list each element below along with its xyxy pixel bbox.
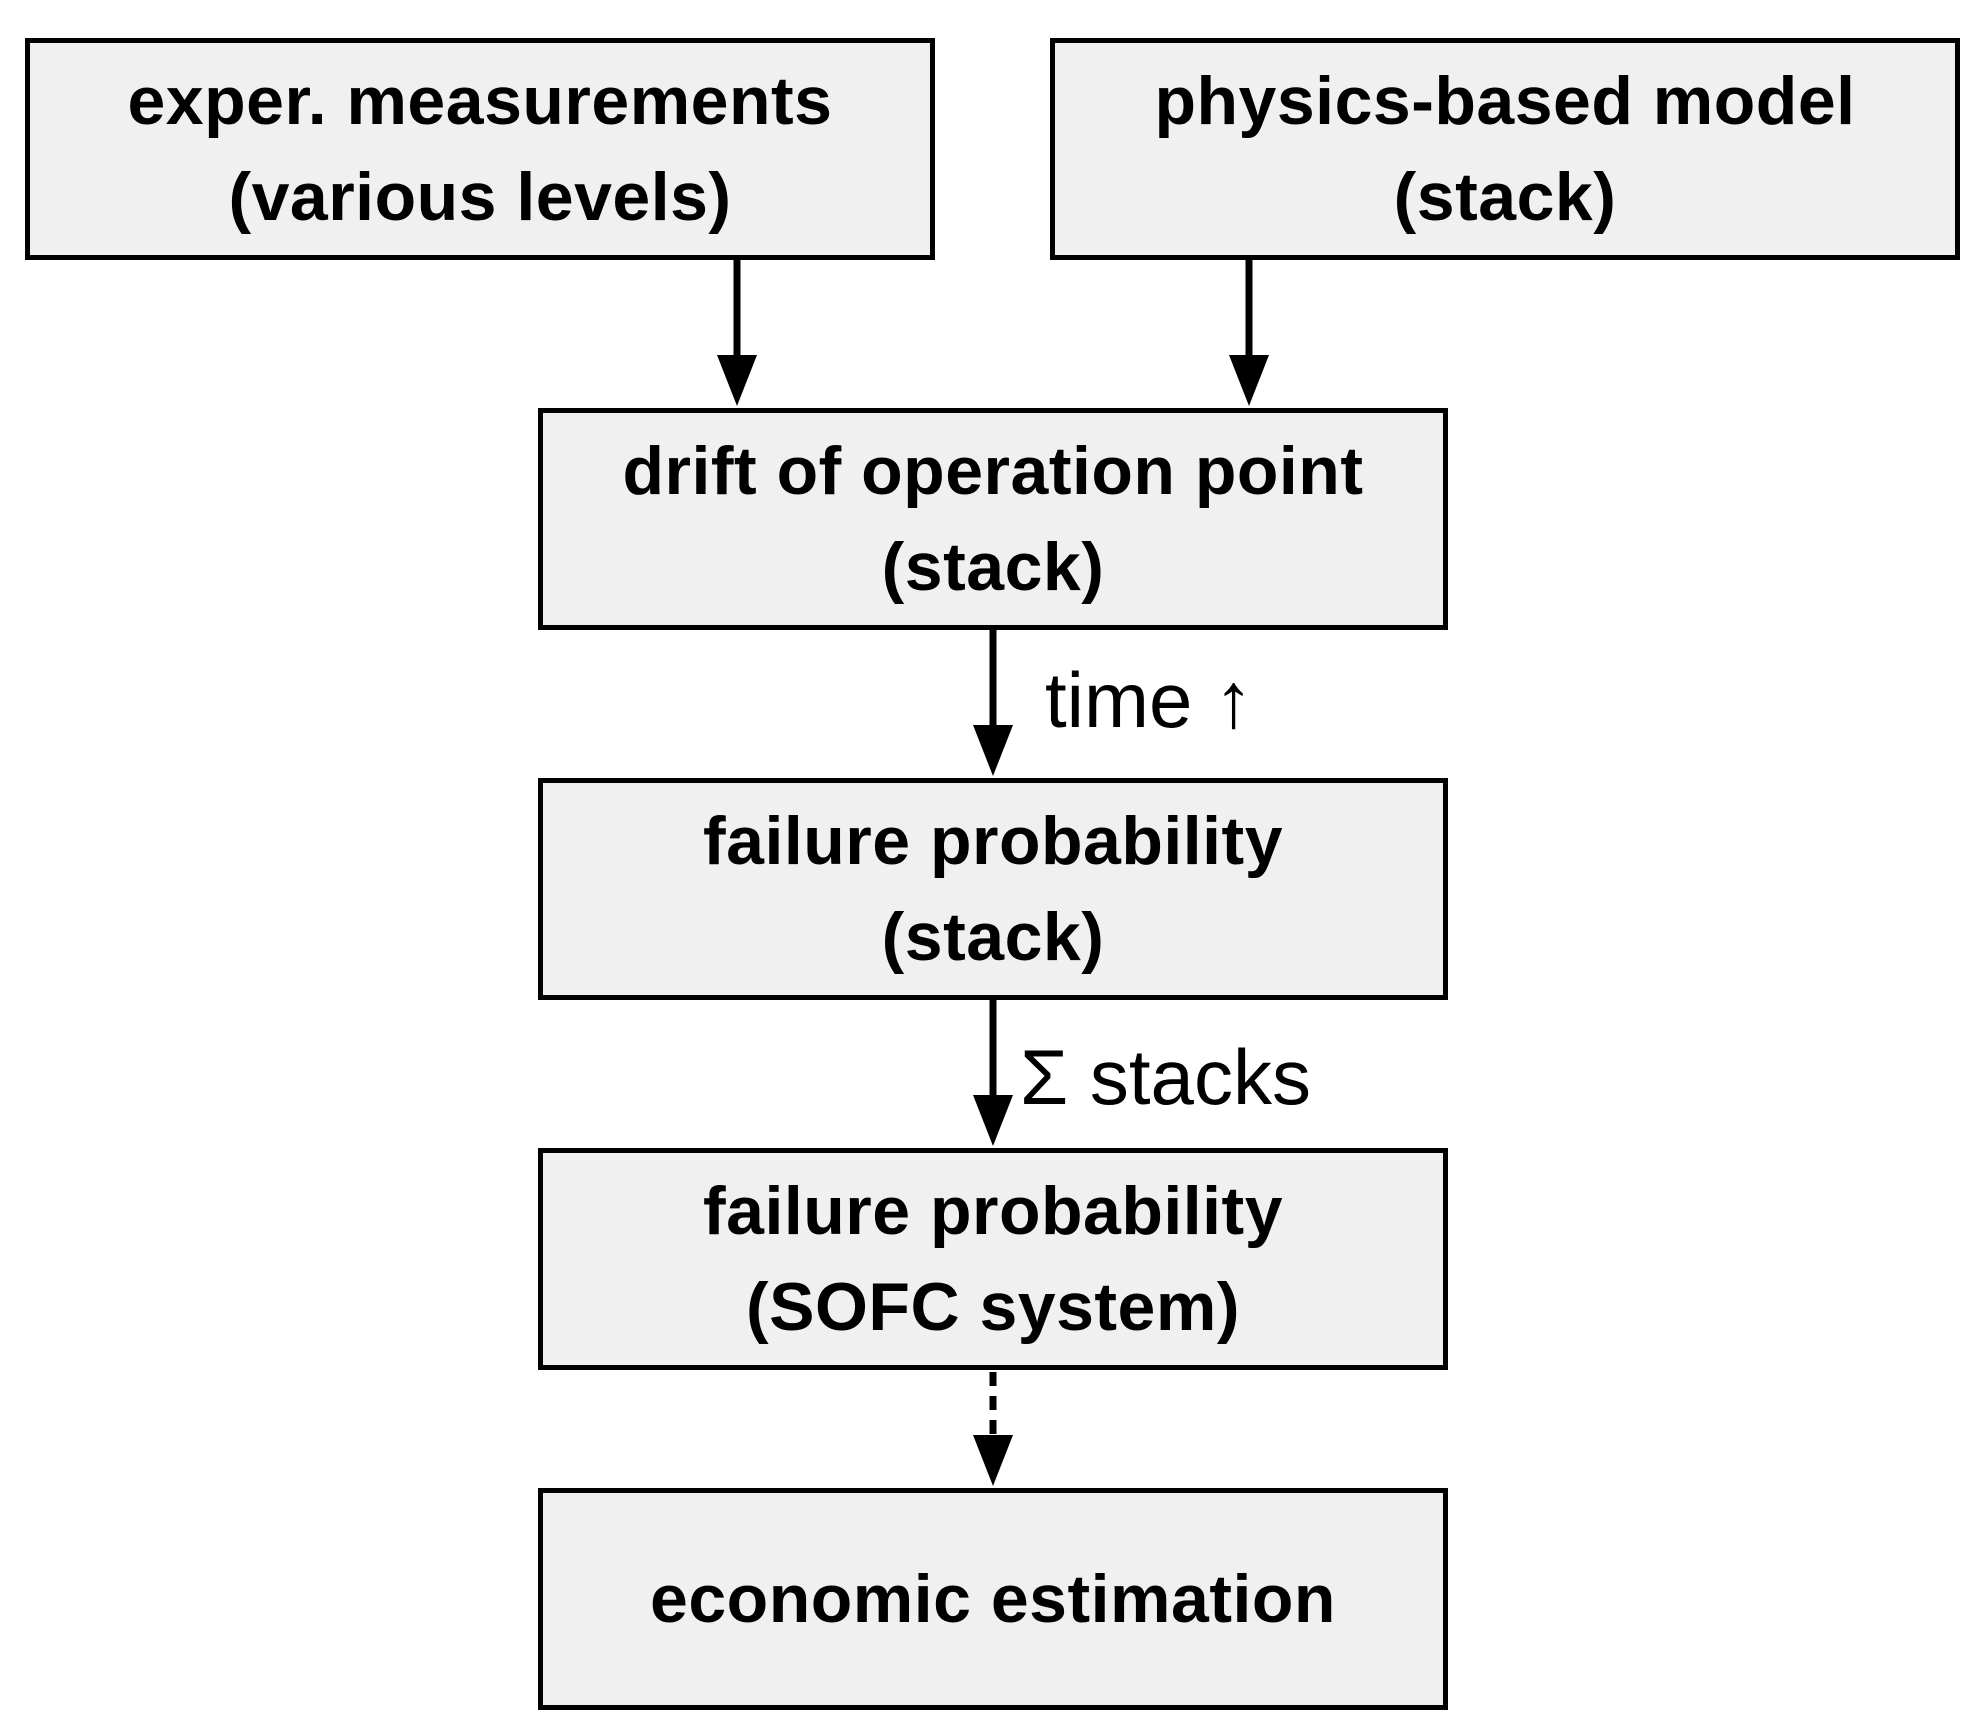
box-failure-probability-sofc-system: failure probability (SOFC system) bbox=[538, 1148, 1448, 1370]
box-failure-probability-stack: failure probability (stack) bbox=[538, 778, 1448, 1000]
box-economic-line1: economic estimation bbox=[650, 1561, 1336, 1637]
box-failure-stack-line1: failure probability bbox=[702, 803, 1284, 879]
box-physics-based-model: physics-based model (stack) bbox=[1050, 38, 1960, 260]
box-failure-stack-line2: (stack) bbox=[881, 899, 1105, 975]
edge-label-sum-stacks: Σ stacks bbox=[1020, 1033, 1311, 1121]
box-experimental-measurements: exper. measurements (various levels) bbox=[25, 38, 935, 260]
box-failure-sofc-line1: failure probability bbox=[702, 1173, 1284, 1249]
arrow-failure-sofc-to-economic-dashed bbox=[973, 1372, 1013, 1486]
arrow-failure-stack-to-failure-sofc bbox=[973, 1000, 1013, 1146]
box-experimental-measurements-line1: exper. measurements bbox=[127, 63, 833, 139]
box-drift-line2: (stack) bbox=[881, 529, 1105, 605]
box-physics-based-model-line2: (stack) bbox=[1393, 159, 1617, 235]
box-drift-line1: drift of operation point bbox=[622, 433, 1364, 509]
box-physics-based-model-line1: physics-based model bbox=[1154, 63, 1856, 139]
box-failure-sofc-line2: (SOFC system) bbox=[746, 1269, 1240, 1345]
arrow-drift-to-failure-stack bbox=[973, 630, 1013, 776]
box-experimental-measurements-line2: (various levels) bbox=[228, 159, 732, 235]
box-drift-of-operation-point: drift of operation point (stack) bbox=[538, 408, 1448, 630]
arrow-exper-to-drift bbox=[717, 260, 757, 406]
arrow-physics-to-drift bbox=[1229, 260, 1269, 406]
box-economic-estimation: economic estimation bbox=[538, 1488, 1448, 1710]
edge-label-time: time ↑ bbox=[1045, 656, 1254, 744]
